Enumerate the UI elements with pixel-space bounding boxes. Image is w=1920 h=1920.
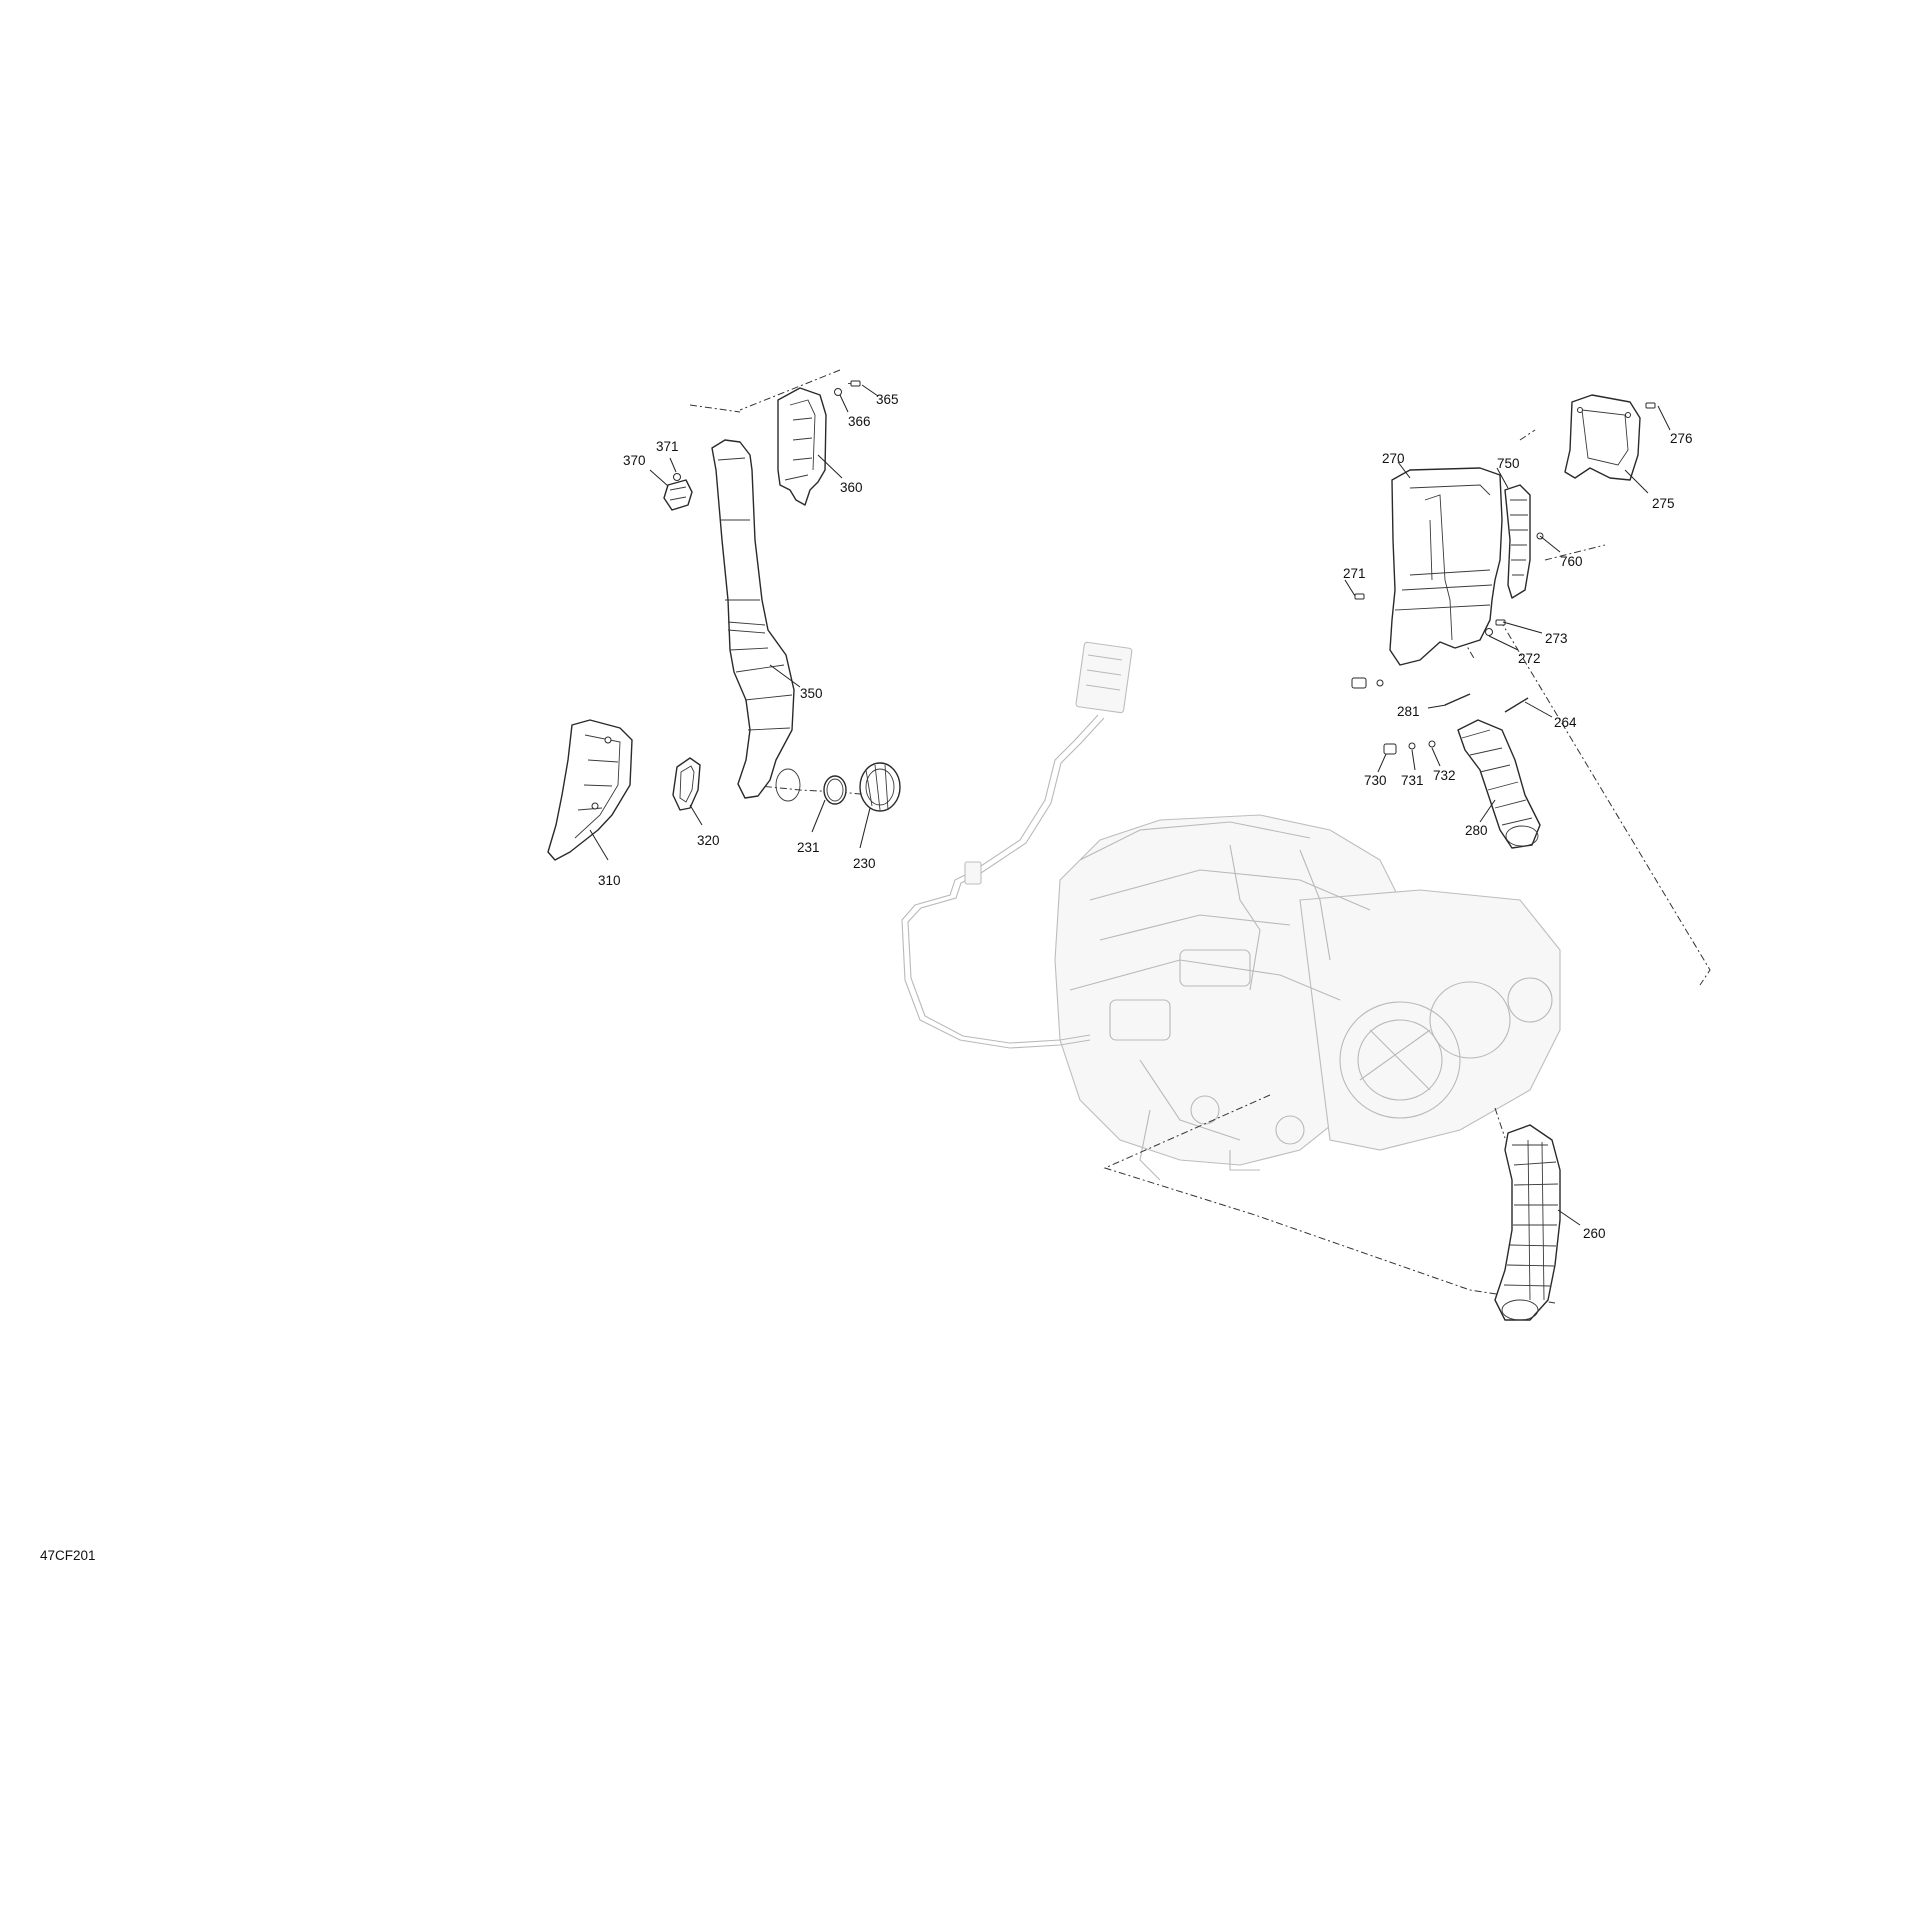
- callout-272: 272: [1518, 651, 1541, 666]
- callout-260: 260: [1583, 1226, 1606, 1241]
- part-310-side-panel: [547, 719, 633, 861]
- callout-370: 370: [623, 453, 646, 468]
- callout-labels: 365 366 360 370 371 350 310 320 231 230 …: [598, 392, 1693, 1241]
- callout-273: 273: [1545, 631, 1568, 646]
- callout-280: 280: [1465, 823, 1488, 838]
- callout-365: 365: [876, 392, 899, 407]
- callout-270: 270: [1382, 451, 1405, 466]
- part-side-fasteners: [1351, 677, 1384, 689]
- callout-320: 320: [697, 833, 720, 848]
- callout-750: 750: [1497, 456, 1520, 471]
- callout-276: 276: [1670, 431, 1693, 446]
- callout-760: 760: [1560, 554, 1583, 569]
- part-272-washer: [1485, 628, 1493, 636]
- wiring-harness-ghost: [901, 641, 1133, 1049]
- engine-assembly-ghost: [1054, 814, 1561, 1181]
- part-366-washer: [834, 388, 842, 396]
- callout-230: 230: [853, 856, 876, 871]
- part-360-bracket: [777, 387, 827, 506]
- callout-310: 310: [598, 873, 621, 888]
- assembly-guide-lines: [689, 369, 1711, 1304]
- leader-lines: [589, 384, 1671, 1226]
- callout-231: 231: [797, 840, 820, 855]
- part-731-washer: [1408, 742, 1416, 750]
- part-264-clamp: [1504, 697, 1529, 713]
- callout-281: 281: [1397, 704, 1420, 719]
- part-271-screw: [1354, 593, 1365, 600]
- callout-731: 731: [1401, 773, 1424, 788]
- part-260-duct: [1494, 1124, 1561, 1321]
- part-320-gasket: [672, 757, 701, 811]
- part-275-cover-plate: [1564, 394, 1641, 481]
- part-350-intake-duct: [711, 439, 801, 802]
- diagram-reference-code: 47CF201: [40, 1548, 96, 1563]
- callout-360: 360: [840, 480, 863, 495]
- part-276-screw: [1645, 402, 1656, 409]
- callout-366: 366: [848, 414, 871, 429]
- part-370-clip: [663, 479, 693, 511]
- part-730-fitting: [1383, 743, 1397, 755]
- callout-271: 271: [1343, 566, 1366, 581]
- part-280-boot: [1457, 719, 1541, 849]
- part-732-screw: [1428, 740, 1436, 748]
- part-365-screw: [848, 380, 861, 387]
- part-281-clamp: [1444, 693, 1471, 706]
- part-270-airbox-cover: [1389, 467, 1503, 666]
- callout-732: 732: [1433, 768, 1456, 783]
- part-750-filter-element: [1504, 484, 1531, 599]
- callout-350: 350: [800, 686, 823, 701]
- callout-730: 730: [1364, 773, 1387, 788]
- callout-371: 371: [656, 439, 679, 454]
- callout-275: 275: [1652, 496, 1675, 511]
- part-230-coupler: [859, 762, 901, 812]
- part-231-clamp: [823, 775, 847, 805]
- callout-264: 264: [1554, 715, 1577, 730]
- part-371-nut: [673, 473, 681, 481]
